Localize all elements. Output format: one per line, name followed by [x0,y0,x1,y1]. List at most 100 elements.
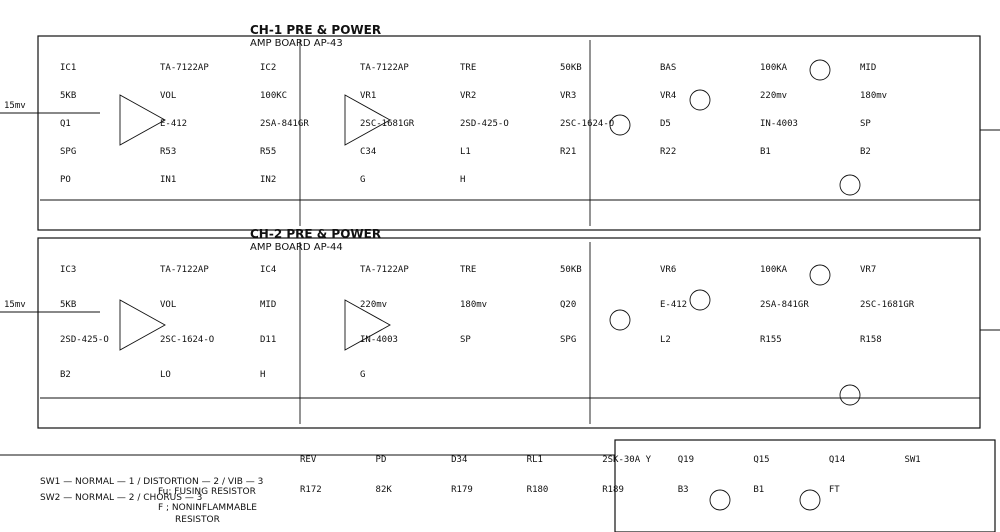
component-label: IN-4003 [760,119,798,129]
component-label: B2 [60,370,71,380]
component-label: R22 [660,147,676,157]
component-label: BAS [660,63,676,73]
component-label: LO [160,370,171,380]
component-label: R180 [527,485,549,495]
legend-resistor: RESISTOR [175,515,220,525]
component-label: E-412 [160,119,187,129]
component-label: VR2 [460,91,476,101]
component-label: H [460,175,465,185]
ch2-input-level: 15mv [4,300,26,310]
component-label: R53 [160,147,176,157]
legend-sw2: SW2 — NORMAL — 2 / CHORUS — 3 [40,493,202,503]
component-label: Q1 [60,119,71,129]
component-label: 220mv [760,91,787,101]
ch2-title: CH-2 PRE & POWER [250,227,381,241]
component-label: VOL [160,91,176,101]
wiring [0,40,1000,511]
component-label: 2SA-841GR [260,119,309,129]
component-label: 100KC [260,91,287,101]
component-label: Q19 [678,455,694,465]
ch2-subtitle: AMP BOARD AP-44 [250,242,343,253]
component-label: E-412 [660,300,687,310]
component-label: 2SC-1681GR [860,300,915,310]
component-label: TA-7122AP [360,63,409,73]
component-label: R155 [760,335,782,345]
component-label: PO [60,175,71,185]
legend-noninflammable: F ; NONINFLAMMABLE [158,503,257,513]
component-label: IC3 [60,265,76,275]
component-label: 82K [376,485,393,495]
component-label: 2SC-1624-O [560,119,614,129]
component-label: SPG [60,147,76,157]
component-label: L2 [660,335,671,345]
component-label: SW1 [904,455,920,465]
component-label: 100KA [760,265,788,275]
component-label: 180mv [460,300,487,310]
component-label: 50KB [560,63,582,73]
component-label: H [260,370,265,380]
component-label: MID [260,300,276,310]
component-label: D5 [660,119,671,129]
component-label: R158 [860,335,882,345]
component-label: PD [376,455,387,465]
component-label: G [360,370,365,380]
component-label: 100KA [760,63,788,73]
component-label: 5KB [60,300,76,310]
component-label: 2SA-841GR [760,300,809,310]
component-label: IN1 [160,175,176,185]
component-label: IN-4003 [360,335,398,345]
component-label: R21 [560,147,576,157]
component-label: TRE [460,63,476,73]
ch1-subtitle: AMP BOARD AP-43 [250,38,343,49]
component-label: TA-7122AP [360,265,409,275]
component-label: 180mv [860,91,887,101]
component-label: TRE [460,265,476,275]
component-label: 2SD-425-O [460,119,509,129]
component-label: VR3 [560,91,576,101]
component-label: R189 [602,485,624,495]
component-label: R172 [300,485,322,495]
component-label: Q14 [829,455,845,465]
component-label: B1 [760,147,771,157]
component-label: R55 [260,147,276,157]
component-label: IN2 [260,175,276,185]
component-label: MID [860,63,876,73]
legend-fusing: Fu; FUSING RESISTOR [158,487,256,497]
component-label: 50KB [560,265,582,275]
component-label: 2SD-425-O [60,335,109,345]
component-label: FT [829,485,840,495]
board-outlines [37,35,996,532]
ch1-component-labels: IC1 TA-7122AP IC2 TA-7122AP TRE 50KB BAS 100KA M… [60,63,887,185]
component-label: D34 [451,455,467,465]
component-label: VOL [160,300,176,310]
component-label: VR6 [660,265,676,275]
ch1-title: CH-1 PRE & POWER [250,23,381,37]
component-label: SP [860,119,871,129]
component-label: TA-7122AP [160,265,209,275]
component-label: VR7 [860,265,876,275]
component-label: R179 [451,485,473,495]
component-label: L1 [460,147,471,157]
component-label: REV [300,455,317,465]
component-label: SPG [560,335,576,345]
component-label: SP [460,335,471,345]
legend-sw1: SW1 — NORMAL — 1 / DISTORTION — 2 / VIB … [40,477,263,487]
component-label: Q20 [560,300,576,310]
component-label: 2SK-30A Y [602,455,651,465]
component-label: 2SC-1681GR [360,119,415,129]
component-label: Q15 [753,455,769,465]
component-label: VR1 [360,91,376,101]
component-label: B1 [753,485,764,495]
ch1-input-level: 15mv [4,101,26,111]
component-label: C34 [360,147,376,157]
component-label: IC2 [260,63,276,73]
component-label: TA-7122AP [160,63,209,73]
component-label: 5KB [60,91,76,101]
component-label: IC1 [60,63,76,73]
component-label: RL1 [527,455,543,465]
component-label: G [360,175,365,185]
component-label: D11 [260,335,276,345]
component-label: 2SC-1624-O [160,335,214,345]
